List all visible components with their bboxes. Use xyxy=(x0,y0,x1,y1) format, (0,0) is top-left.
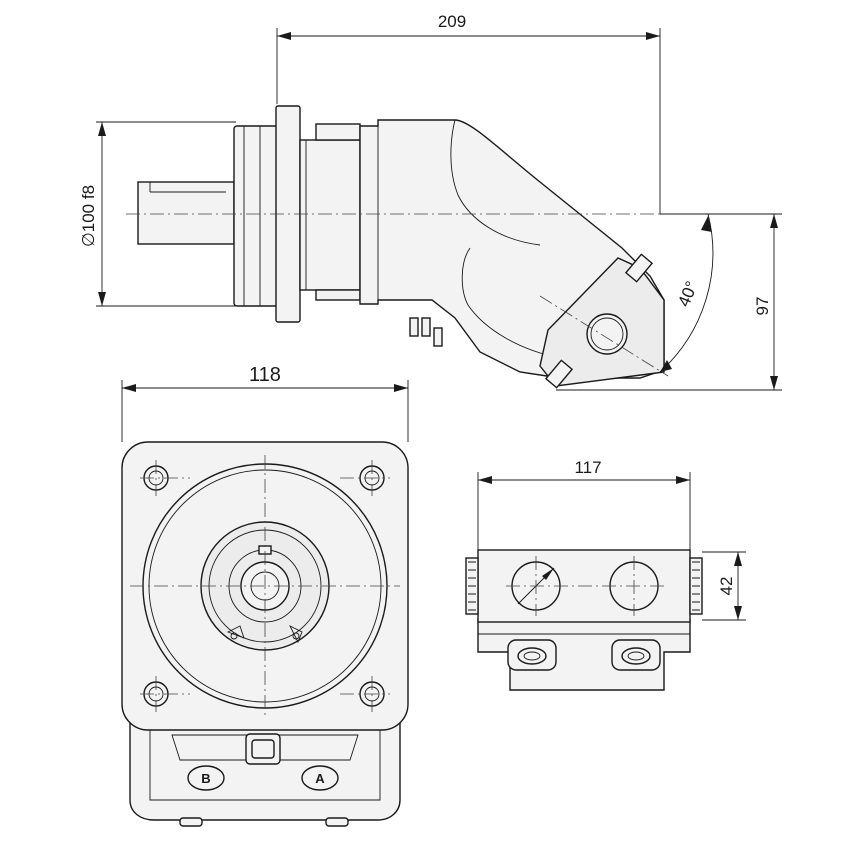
dim-42-label: 42 xyxy=(717,577,736,596)
port-view xyxy=(465,549,703,691)
dimension-shaft-diameter: ∅100 f8 xyxy=(79,121,236,307)
port-b-oval xyxy=(187,765,225,791)
port-view-lower-block xyxy=(477,619,691,691)
front-lower-body xyxy=(129,715,401,821)
dimension-port-block-width: 117 xyxy=(477,458,691,550)
port-b-label: B xyxy=(201,771,210,786)
side-view xyxy=(126,105,760,389)
dim-angle-label: 40° xyxy=(674,278,701,309)
front-view: B A xyxy=(121,441,409,827)
dimension-height-offset: 97 xyxy=(556,213,782,391)
drive-shaft xyxy=(137,181,235,245)
port-a-label: A xyxy=(315,771,325,786)
port-bore xyxy=(586,313,628,355)
dimension-port-block-height: 42 xyxy=(702,551,746,621)
dim-97-label: 97 xyxy=(753,297,772,316)
bearing-housing xyxy=(233,125,279,307)
port-a-oval xyxy=(301,765,339,791)
dimension-flange-width: 118 xyxy=(121,364,409,442)
dimension-overall-length: 209 xyxy=(276,12,661,214)
dim-117-label: 117 xyxy=(574,458,601,477)
dim-diameter-label: ∅100 f8 xyxy=(79,185,98,247)
dim-118-label: 118 xyxy=(249,364,281,386)
dim-209-label: 209 xyxy=(438,12,466,31)
housing-neck xyxy=(299,139,361,291)
dimension-bent-angle: 40° xyxy=(659,213,714,373)
